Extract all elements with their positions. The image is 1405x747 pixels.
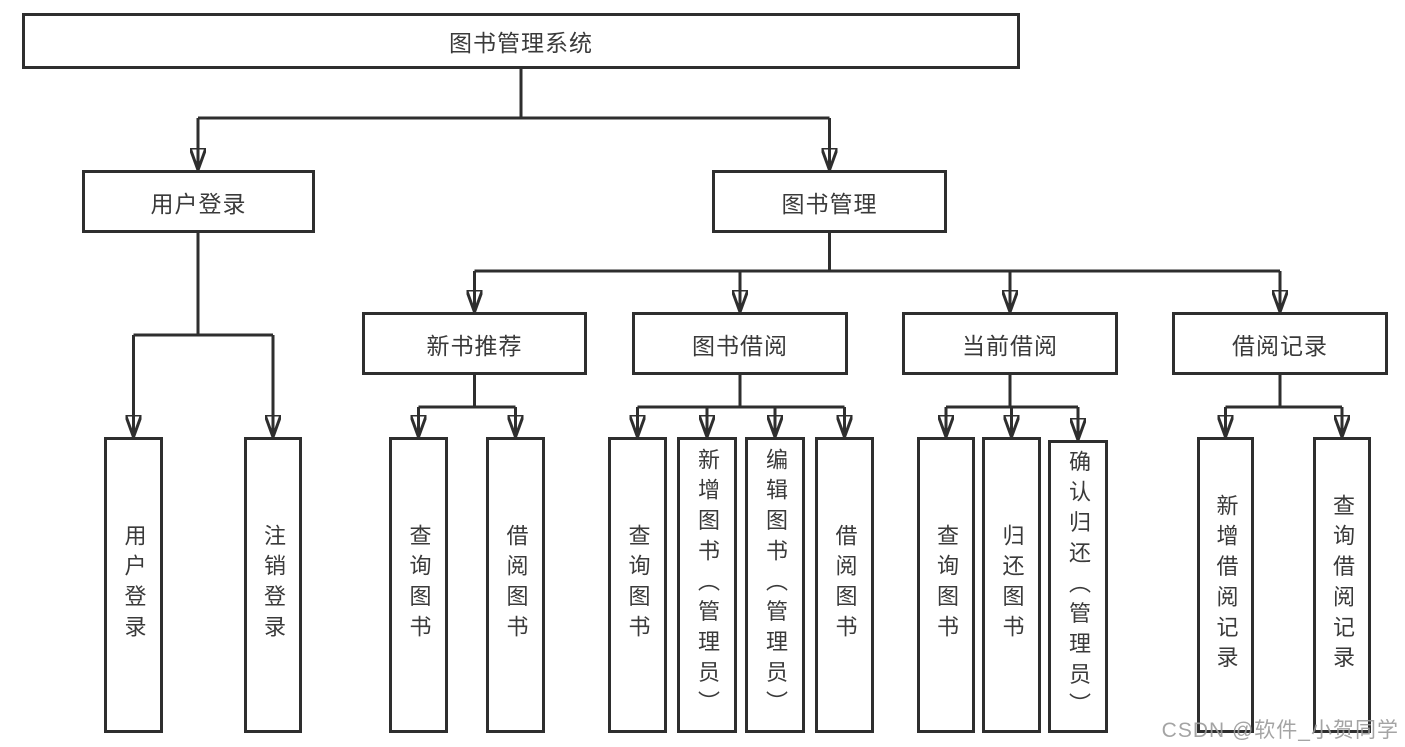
- node-leaf-query-book-2: 查询图书: [608, 437, 667, 733]
- leaf-label: 借阅图书: [832, 524, 858, 646]
- node-leaf-logout: 注销登录: [244, 437, 302, 733]
- leaf-label: 确认归还（管理员）: [1066, 449, 1091, 724]
- leaf-label: 查询借阅记录: [1330, 493, 1355, 677]
- node-current-borrow: 当前借阅: [902, 312, 1118, 375]
- node-leaf-query-book-1: 查询图书: [389, 437, 448, 733]
- leaf-label: 编辑图书（管理员）: [763, 448, 788, 722]
- node-leaf-borrow-book-2: 借阅图书: [815, 437, 874, 733]
- node-leaf-add-book-admin: 新增图书（管理员）: [677, 437, 737, 733]
- csdn-watermark: CSDN @软件_小贺同学: [1161, 719, 1399, 742]
- node-new-book-recommend: 新书推荐: [362, 312, 587, 375]
- node-borrow-record: 借阅记录: [1172, 312, 1388, 375]
- node-leaf-borrow-book-1: 借阅图书: [486, 437, 545, 733]
- node-leaf-query-borrow-record: 查询借阅记录: [1313, 437, 1371, 733]
- node-user-login: 用户登录: [82, 170, 315, 233]
- leaf-label: 注销登录: [261, 524, 286, 646]
- leaf-label: 归还图书: [999, 524, 1025, 646]
- leaf-label: 查询图书: [625, 524, 651, 646]
- node-leaf-edit-book-admin: 编辑图书（管理员）: [745, 437, 805, 733]
- node-leaf-query-book-3: 查询图书: [917, 437, 975, 733]
- node-book-management: 图书管理: [712, 170, 947, 233]
- node-leaf-add-borrow-record: 新增借阅记录: [1197, 437, 1254, 733]
- leaf-label: 借阅图书: [503, 524, 529, 646]
- leaf-label: 用户登录: [121, 524, 147, 646]
- leaf-label: 查询图书: [406, 524, 432, 646]
- node-library-management-system: 图书管理系统: [22, 13, 1020, 69]
- node-leaf-return-book: 归还图书: [982, 437, 1041, 733]
- node-book-borrow: 图书借阅: [632, 312, 848, 375]
- leaf-label: 新增借阅记录: [1213, 493, 1239, 677]
- node-leaf-user-login: 用户登录: [104, 437, 163, 733]
- leaf-label: 新增图书（管理员）: [695, 448, 720, 722]
- node-leaf-confirm-return-admin: 确认归还（管理员）: [1048, 440, 1108, 733]
- leaf-label: 查询图书: [934, 524, 959, 646]
